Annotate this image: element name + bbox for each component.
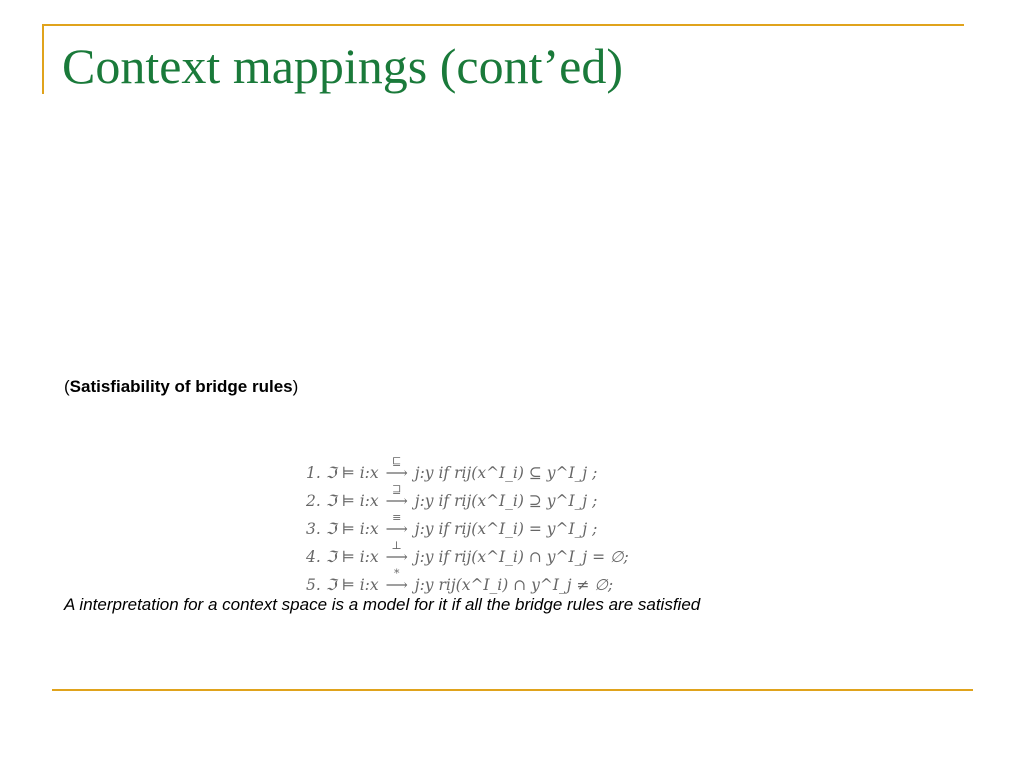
rule-right: j:y if r xyxy=(414,520,462,538)
slide-caption: A interpretation for a context space is … xyxy=(64,595,701,614)
rule-left: ℑ ⊨ i:x xyxy=(325,576,379,594)
arrow-relation-label: ⊥ xyxy=(391,539,402,552)
rule-number: 4. xyxy=(306,548,321,566)
bridge-rule-1: 1. ℑ ⊨ i:x ⟶⊑ j:y if rij(x^I_i) ⊆ y^I_j … xyxy=(306,455,666,487)
subtitle-close-paren: ) xyxy=(292,377,299,396)
arrow-relation-label: ⊒ xyxy=(392,483,402,496)
subtitle-open-paren: ( xyxy=(64,377,70,396)
rule-condition: ij(x^I_i) ∩ y^I_j = ∅; xyxy=(461,548,629,566)
rule-condition: ij(x^I_i) ∩ y^I_j ≠ ∅; xyxy=(445,576,614,594)
section-subtitle: (Satisfiability of bridge rules) xyxy=(64,377,298,397)
rule-condition: ij(x^I_i) = y^I_j ; xyxy=(461,520,598,538)
frame-bottom-line xyxy=(52,689,973,691)
bridge-rule-3: 3. ℑ ⊨ i:x ⟶≡ j:y if rij(x^I_i) = y^I_j … xyxy=(306,511,666,543)
mapping-arrow: ⟶⊥ xyxy=(386,539,408,571)
frame-left-line xyxy=(42,24,44,94)
rule-left: ℑ ⊨ i:x xyxy=(325,492,379,510)
rule-right: j:y if r xyxy=(414,492,462,510)
rule-left: ℑ ⊨ i:x xyxy=(325,548,379,566)
arrow-relation-label: ≡ xyxy=(392,511,402,524)
rule-left: ℑ ⊨ i:x xyxy=(325,464,379,482)
rule-right: j:y if r xyxy=(414,464,462,482)
frame-top-line xyxy=(42,24,964,26)
subtitle-bold-text: Satisfiability of bridge rules xyxy=(69,377,293,396)
rule-number: 3. xyxy=(306,520,321,538)
rule-number: 5. xyxy=(306,576,321,594)
slide-title: Context mappings (cont’ed) xyxy=(62,38,623,94)
rule-condition: ij(x^I_i) ⊇ y^I_j ; xyxy=(461,492,598,510)
rule-number: 1. xyxy=(306,464,321,482)
bridge-rule-5: 5. ℑ ⊨ i:x ⟶* j:y rij(x^I_i) ∩ y^I_j ≠ ∅… xyxy=(306,567,666,599)
mapping-arrow: ⟶⊑ xyxy=(386,455,408,487)
bridge-rules-formula-list: 1. ℑ ⊨ i:x ⟶⊑ j:y if rij(x^I_i) ⊆ y^I_j … xyxy=(306,455,666,599)
rule-right: j:y if r xyxy=(414,548,462,566)
arrow-relation-label: * xyxy=(393,567,400,580)
mapping-arrow: ⟶* xyxy=(386,567,408,599)
rule-right: j:y r xyxy=(414,576,446,594)
bridge-rule-2: 2. ℑ ⊨ i:x ⟶⊒ j:y if rij(x^I_i) ⊇ y^I_j … xyxy=(306,483,666,515)
arrow-relation-label: ⊑ xyxy=(392,455,402,468)
bridge-rule-4: 4. ℑ ⊨ i:x ⟶⊥ j:y if rij(x^I_i) ∩ y^I_j … xyxy=(306,539,666,571)
rule-number: 2. xyxy=(306,492,321,510)
mapping-arrow: ⟶⊒ xyxy=(386,483,408,515)
rule-condition: ij(x^I_i) ⊆ y^I_j ; xyxy=(461,464,598,482)
rule-left: ℑ ⊨ i:x xyxy=(325,520,379,538)
mapping-arrow: ⟶≡ xyxy=(386,511,408,543)
